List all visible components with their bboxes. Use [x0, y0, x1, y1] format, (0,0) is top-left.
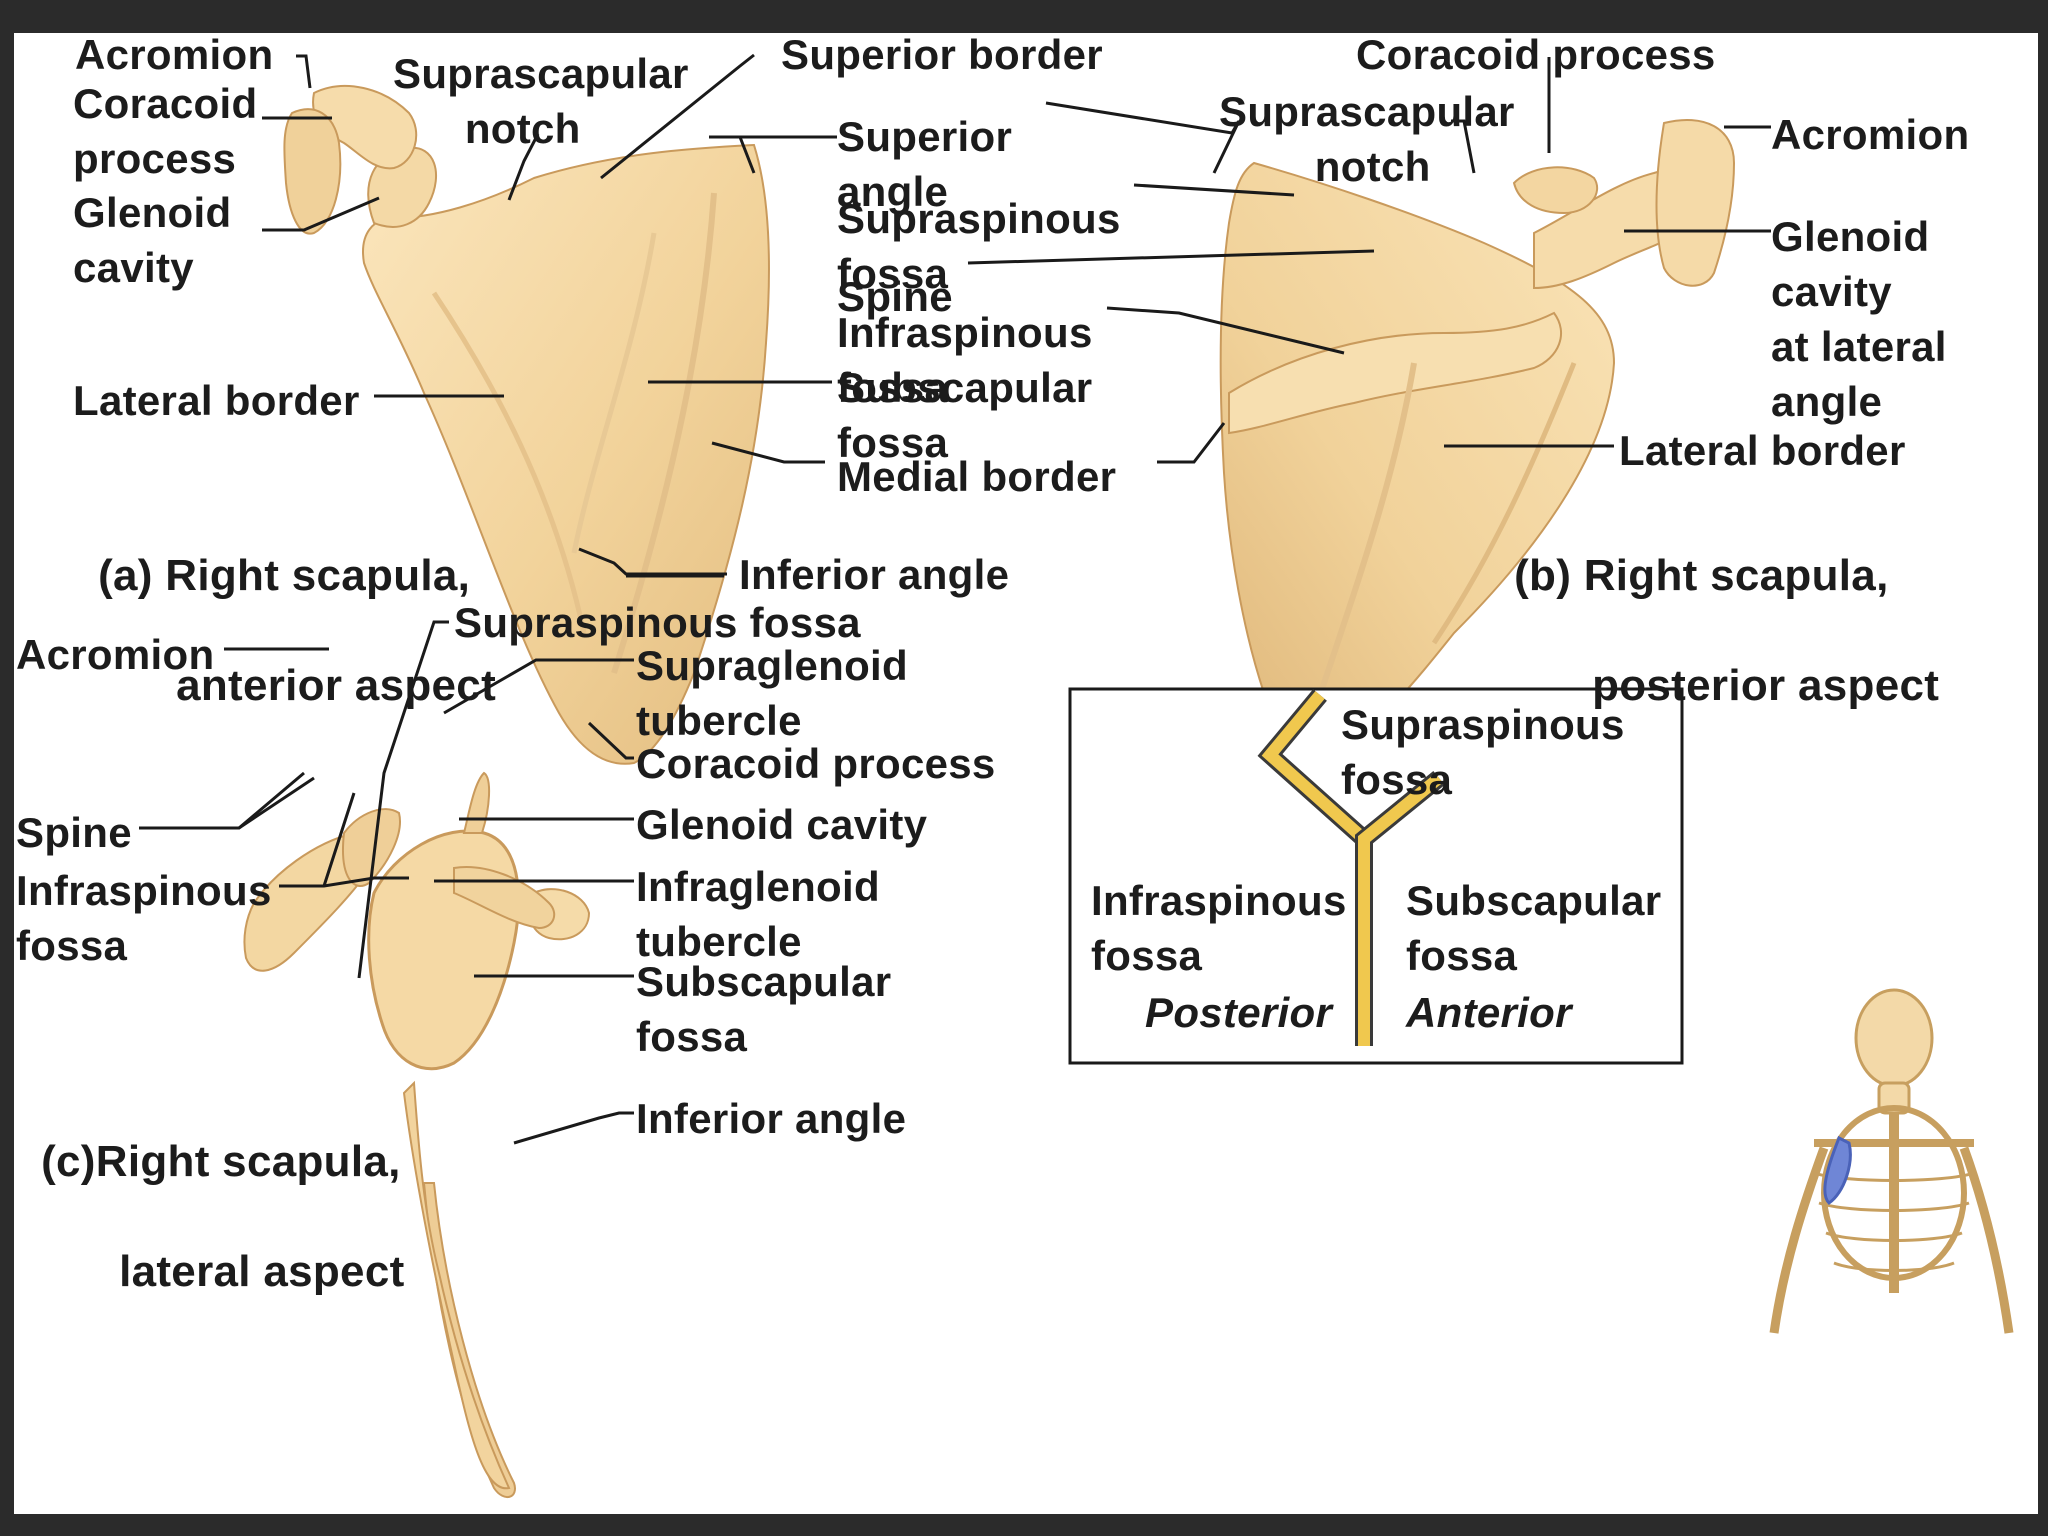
caption-c-line2: lateral aspect — [119, 1247, 405, 1296]
leader-lines — [139, 53, 1771, 1145]
label-a-glenoid-cavity: Glenoid cavity — [73, 189, 232, 291]
label-a-acromion: Acromion — [75, 33, 274, 78]
schematic-posterior: Posterior — [1145, 989, 1333, 1036]
schematic-subscapular-fossa: Subscapular fossa — [1406, 877, 1662, 979]
caption-c-letter: (c) — [41, 1137, 96, 1186]
caption-a-letter: (a) — [98, 551, 153, 600]
caption-b-letter: (b) — [1514, 551, 1572, 600]
label-b-spine: Spine — [837, 273, 953, 320]
diagram-canvas: Acromion Coracoid process Glenoid cavity… — [14, 33, 2038, 1514]
label-b-infraspinous-fossa: Infraspinous fossa — [837, 309, 1093, 411]
label-c-acromion: Acromion — [16, 631, 215, 678]
skeleton-inset — [1769, 988, 2014, 1334]
label-a-coracoid-process: Coracoid process — [73, 80, 258, 182]
label-a-medial-border: Medial border — [837, 453, 1117, 500]
label-a-suprascapular-notch: Suprascapular notch — [393, 50, 689, 152]
label-a-subscapular-fossa: Subscapular fossa — [837, 364, 1093, 466]
label-c-subscapular-fossa: Subscapular fossa — [636, 958, 892, 1060]
caption-a-line1: Right scapula, — [165, 551, 471, 600]
label-c-spine: Spine — [16, 809, 132, 856]
label-a-superior-border: Superior border — [781, 33, 1103, 78]
schematic-infraspinous-fossa: Infraspinous fossa — [1091, 877, 1347, 979]
label-a-lateral-border: Lateral border — [73, 377, 360, 424]
caption-b-line1: Right scapula, — [1583, 551, 1889, 600]
label-c-infraspinous-fossa: Infraspinous fossa — [16, 867, 272, 969]
label-c-inferior-angle: Inferior angle — [636, 1095, 907, 1142]
label-b-suprascapular-notch: Suprascapular notch — [1219, 88, 1515, 190]
caption-panel-c: (c)Right scapula, lateral aspect — [16, 1079, 405, 1299]
label-c-glenoid-cavity: Glenoid cavity — [636, 801, 928, 848]
label-b-lateral-border: Lateral border — [1619, 427, 1906, 474]
label-b-glenoid-cavity: Glenoid cavity at lateral angle — [1771, 213, 1947, 425]
label-c-coracoid-process: Coracoid process — [636, 740, 996, 787]
label-c-infraglenoid-tubercle: Infraglenoid tubercle — [636, 863, 880, 965]
label-c-supraglenoid-tubercle: Supraglenoid tubercle — [636, 642, 908, 744]
label-b-coracoid-process: Coracoid process — [1356, 33, 1716, 78]
schematic-box — [1068, 687, 1684, 1065]
label-b-supraspinous-fossa: Supraspinous fossa — [837, 195, 1121, 297]
label-b-acromion: Acromion — [1771, 111, 1970, 158]
label-c-supraspinous-fossa: Supraspinous fossa — [454, 599, 861, 646]
illustration-layer — [139, 53, 2014, 1498]
caption-panel-b: (b) Right scapula, posterior aspect — [1489, 493, 1939, 713]
caption-b-line2: posterior aspect — [1592, 661, 1940, 710]
caption-panel-a: (a) Right scapula, anterior aspect — [73, 493, 496, 713]
caption-c-line1: Right scapula, — [95, 1137, 401, 1186]
scapula-lateral-drawing — [243, 771, 591, 1498]
label-a-inferior-angle: Inferior angle — [739, 551, 1010, 598]
caption-a-line2: anterior aspect — [176, 661, 497, 710]
schematic-anterior: Anterior — [1406, 989, 1572, 1036]
schematic-supraspinous-fossa: Supraspinous fossa — [1341, 701, 1625, 803]
scapula-anterior-drawing — [283, 85, 770, 765]
scapula-posterior-drawing — [1219, 118, 1736, 750]
label-a-superior-angle: Superior angle — [837, 113, 1013, 215]
